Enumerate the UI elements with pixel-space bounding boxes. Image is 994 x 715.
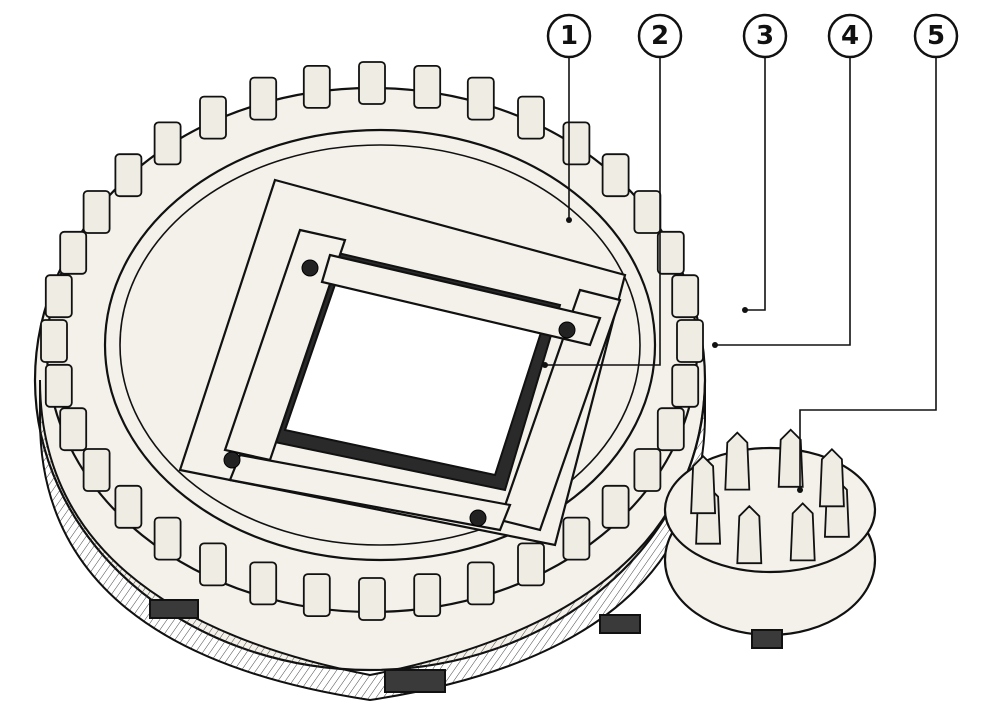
callout-2: 2 xyxy=(637,13,683,59)
gear-tooth xyxy=(562,516,591,561)
gear-teeth xyxy=(40,61,704,621)
gear-tooth xyxy=(114,484,143,529)
leader-dot-4 xyxy=(712,342,718,348)
pinion-tooth xyxy=(789,502,816,562)
leader-dot-5 xyxy=(797,487,803,493)
pinion-teeth xyxy=(690,428,850,565)
pinion-tooth xyxy=(690,454,717,515)
gear-tooth xyxy=(199,95,227,140)
gear-tooth xyxy=(466,561,495,606)
gear-tooth xyxy=(44,363,73,408)
gear-tooth xyxy=(413,573,442,617)
gear-tooth xyxy=(517,95,545,140)
gear-tooth xyxy=(601,484,630,529)
callout-label: 1 xyxy=(560,21,578,51)
leader-line-3 xyxy=(745,58,766,311)
pinion-gear xyxy=(663,428,877,649)
gear-tooth xyxy=(413,65,442,109)
gear-tooth xyxy=(40,319,68,363)
gear-tooth xyxy=(302,65,331,109)
gear-tooth xyxy=(466,76,495,121)
gear-tooth xyxy=(153,121,182,166)
callout-3: 3 xyxy=(742,13,788,59)
gear-tooth xyxy=(633,448,662,492)
callout-5: 5 xyxy=(913,13,959,59)
leader-lines xyxy=(542,58,937,493)
bolt-icon xyxy=(301,259,319,277)
gear-tooth xyxy=(633,190,662,234)
pinion-tooth xyxy=(736,504,763,565)
callout-label: 2 xyxy=(651,21,669,51)
pinion-foot xyxy=(751,629,783,649)
gear-tooth xyxy=(114,153,143,198)
gear-tooth xyxy=(249,76,278,121)
gear-tooth xyxy=(562,121,591,166)
gear-tooth xyxy=(59,407,88,452)
callout-label: 5 xyxy=(927,21,945,51)
gear-tooth xyxy=(153,516,182,561)
leader-line-2 xyxy=(545,58,661,366)
gear-tooth xyxy=(656,407,685,452)
leader-dot-1 xyxy=(566,217,572,223)
gear-tooth xyxy=(82,190,111,234)
gear-tooth xyxy=(671,363,700,408)
beam-right xyxy=(498,288,622,532)
beam-bottom xyxy=(228,453,512,532)
gear-inner-ring-edge xyxy=(119,144,641,546)
leader-line-5 xyxy=(799,58,937,490)
gear-foot-front xyxy=(384,669,446,693)
callout-label: 3 xyxy=(756,21,774,51)
gear-tooth xyxy=(302,573,331,617)
leader-dot-3 xyxy=(742,307,748,313)
callouts: 1 2 3 4 5 xyxy=(546,13,959,59)
gear-tooth xyxy=(358,577,386,621)
pinion-tooth xyxy=(818,448,845,508)
gear-tooth xyxy=(44,274,73,319)
gear-tooth xyxy=(59,230,88,275)
gear-tooth xyxy=(656,230,685,275)
gear-tooth xyxy=(517,542,545,587)
gear-tooth xyxy=(199,542,227,587)
bolt-icon xyxy=(223,451,241,469)
bolt-icon xyxy=(558,321,576,339)
pinion-tooth xyxy=(724,431,751,491)
central-frame xyxy=(178,178,627,547)
gear-rim-side-shading xyxy=(39,379,706,702)
bolt-icon xyxy=(469,509,487,527)
leader-line-4 xyxy=(715,58,851,346)
gear-tooth xyxy=(82,448,111,492)
gear-foot-right xyxy=(599,614,641,634)
gear-tooth xyxy=(601,153,630,198)
leader-dot-2 xyxy=(542,362,548,368)
beam-top xyxy=(320,253,602,347)
callout-4: 4 xyxy=(827,13,873,59)
gear-tooth xyxy=(249,561,278,606)
gear-tooth xyxy=(358,61,386,105)
gear-foot-left xyxy=(149,599,199,619)
callout-1: 1 xyxy=(546,13,592,59)
callout-label: 4 xyxy=(841,21,859,51)
pinion-tooth xyxy=(777,428,804,488)
gear-tooth xyxy=(671,274,700,319)
gear-tooth xyxy=(676,319,704,363)
